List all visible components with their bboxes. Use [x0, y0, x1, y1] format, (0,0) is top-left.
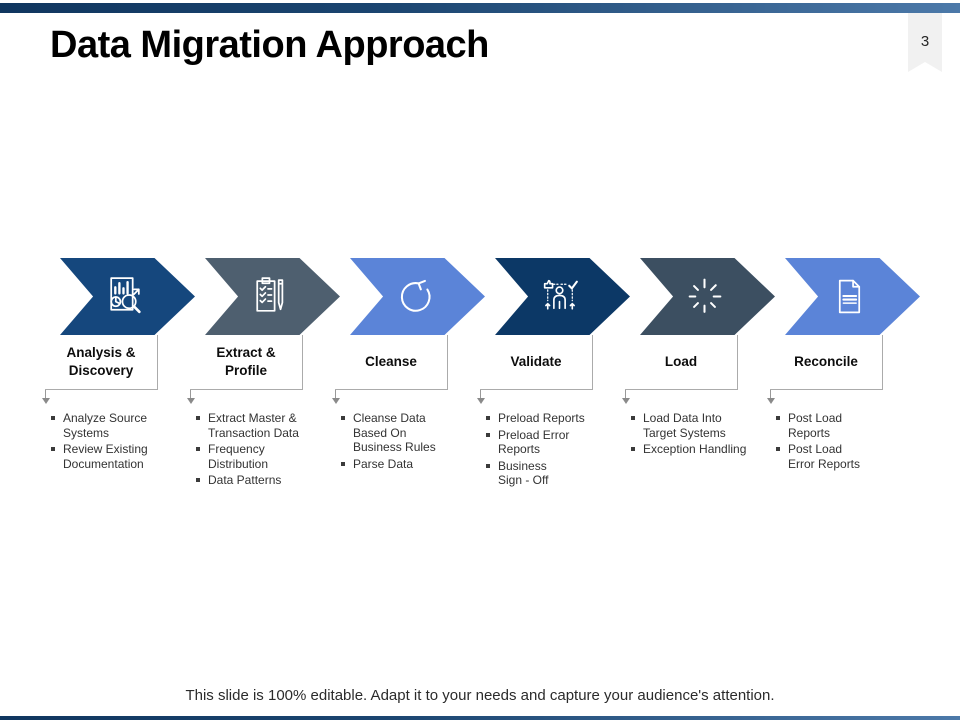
step-label: Extract & Profile — [190, 335, 303, 390]
connector-arrow-icon — [477, 390, 489, 405]
step-label: Cleanse — [335, 335, 448, 390]
document-report-icon — [838, 279, 861, 314]
step-bullets: Extract Master & Transaction Data Freque… — [195, 411, 333, 490]
step-label: Load — [625, 335, 738, 390]
step-column-validate: Validate Preload Reports Preload Error R… — [477, 258, 630, 568]
step-bullets: Load Data Into Target Systems Exception … — [630, 411, 768, 459]
step-column-load: Load Load Data Into Target Systems Excep… — [622, 258, 775, 568]
bullet-item: Cleanse Data Based On Business Rules — [340, 411, 478, 455]
bullet-item: Preload Reports — [485, 411, 623, 426]
bullet-item: Extract Master & Transaction Data — [195, 411, 333, 440]
step-column-reconcile: Reconcile Post Load Reports Post Load Er… — [767, 258, 920, 568]
bullet-item: Load Data Into Target Systems — [630, 411, 768, 440]
connector-arrow-icon — [42, 390, 54, 405]
chevron-validate — [495, 258, 630, 335]
person-approval-icon — [543, 279, 578, 310]
bullet-item: Parse Data — [340, 457, 478, 472]
step-column-cleanse: Cleanse Cleanse Data Based On Business R… — [332, 258, 485, 568]
chart-magnifier-icon — [110, 277, 141, 314]
chevron-analysis-discovery — [60, 258, 195, 335]
step-column-analysis: Analysis & Discovery Analyze Source Syst… — [42, 258, 195, 568]
step-bullets: Cleanse Data Based On Business Rules Par… — [340, 411, 478, 473]
bottom-accent-bar — [0, 716, 960, 720]
chevron-load — [640, 258, 775, 335]
connector-arrow-icon — [332, 390, 344, 405]
bullet-item: Analyze Source Systems — [50, 411, 188, 440]
bullet-item: Preload Error Reports — [485, 428, 623, 457]
step-bullets: Preload Reports Preload Error Reports Bu… — [485, 411, 623, 490]
step-bullets: Analyze Source Systems Review Existing D… — [50, 411, 188, 473]
step-label: Validate — [480, 335, 593, 390]
footer-note: This slide is 100% editable. Adapt it to… — [185, 687, 775, 704]
bullet-item: Frequency Distribution — [195, 442, 333, 471]
connector-arrow-icon — [767, 390, 779, 405]
connector-arrow-icon — [622, 390, 634, 405]
connector-arrow-icon — [187, 390, 199, 405]
refresh-arrow-icon — [400, 279, 431, 312]
bullet-item: Exception Handling — [630, 442, 768, 457]
chevron-reconcile — [785, 258, 920, 335]
clipboard-pen-icon — [256, 277, 284, 312]
chevron-cleanse — [350, 258, 485, 335]
bullet-item: Data Patterns — [195, 473, 333, 488]
step-label: Reconcile — [770, 335, 883, 390]
bullet-item: Post Load Error Reports — [775, 442, 913, 471]
bullet-item: Review Existing Documentation — [50, 442, 188, 471]
chevron-extract-profile — [205, 258, 340, 335]
page-title: Data Migration Approach — [50, 24, 489, 66]
bullet-item: Post Load Reports — [775, 411, 913, 440]
step-bullets: Post Load Reports Post Load Error Report… — [775, 411, 913, 473]
top-accent-bar — [0, 3, 960, 13]
step-column-extract: Extract & Profile Extract Master & Trans… — [187, 258, 340, 568]
page-number-ribbon: 3 — [908, 13, 942, 72]
bullet-item: Business Sign - Off — [485, 459, 623, 488]
loading-spinner-icon — [688, 278, 722, 313]
step-label: Analysis & Discovery — [45, 335, 158, 390]
